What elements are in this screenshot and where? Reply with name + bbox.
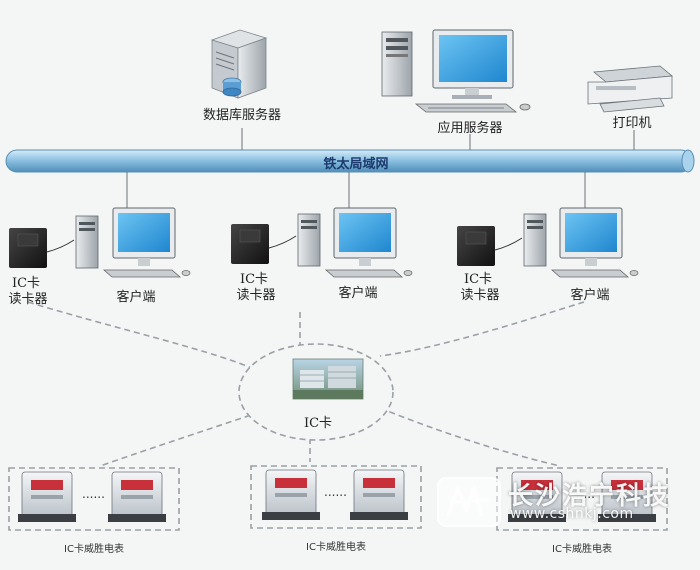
station-2-reader-line1: IC卡 xyxy=(239,272,269,287)
application-server-label: 应用服务器 xyxy=(437,121,503,136)
printer-label: 打印机 xyxy=(612,116,652,131)
svg-text:......: ...... xyxy=(572,487,595,501)
client-station-1 xyxy=(9,207,191,278)
server-connectors xyxy=(241,128,635,151)
meter-group-2-label: IC卡威胜电表 xyxy=(306,542,366,553)
station-1-reader-line1: IC卡 xyxy=(11,276,41,291)
station-3-reader-line1: IC卡 xyxy=(463,272,493,287)
meter-group-2: ...... xyxy=(262,469,408,520)
svg-text:......: ...... xyxy=(82,487,105,501)
station-2-client-label: 客户端 xyxy=(338,286,378,301)
database-server-label: 数据库服务器 xyxy=(202,108,282,123)
ic-card-label: IC卡 xyxy=(303,416,333,431)
application-server-icon xyxy=(381,29,531,113)
svg-text:......: ...... xyxy=(324,485,347,499)
station-1-client-label: 客户端 xyxy=(116,290,156,305)
meter-group-1: ...... xyxy=(18,471,166,522)
printer-icon xyxy=(587,65,673,113)
meter-group-1-label: IC卡威胜电表 xyxy=(64,544,124,555)
station-3-reader-line2: 读卡器 xyxy=(460,288,500,303)
meter-group-3: ...... xyxy=(508,471,656,522)
station-3-client-label: 客户端 xyxy=(570,288,610,303)
database-server-icon xyxy=(210,29,268,99)
company-logo-icon xyxy=(437,477,501,527)
watermark-url: www.cshnkj.com xyxy=(510,506,634,522)
watermark-company-name: 长沙浩宁科技 xyxy=(508,481,671,510)
client-station-3 xyxy=(457,207,639,278)
client-connectors xyxy=(126,172,586,213)
station-1-reader-line2: 读卡器 xyxy=(8,292,48,307)
meter-group-3-label: IC卡威胜电表 xyxy=(552,544,612,555)
network-label: 铁太局域网 xyxy=(323,157,389,172)
ic-card-node xyxy=(238,343,394,441)
client-station-2 xyxy=(231,207,413,278)
station-2-reader-line2: 读卡器 xyxy=(236,288,276,303)
